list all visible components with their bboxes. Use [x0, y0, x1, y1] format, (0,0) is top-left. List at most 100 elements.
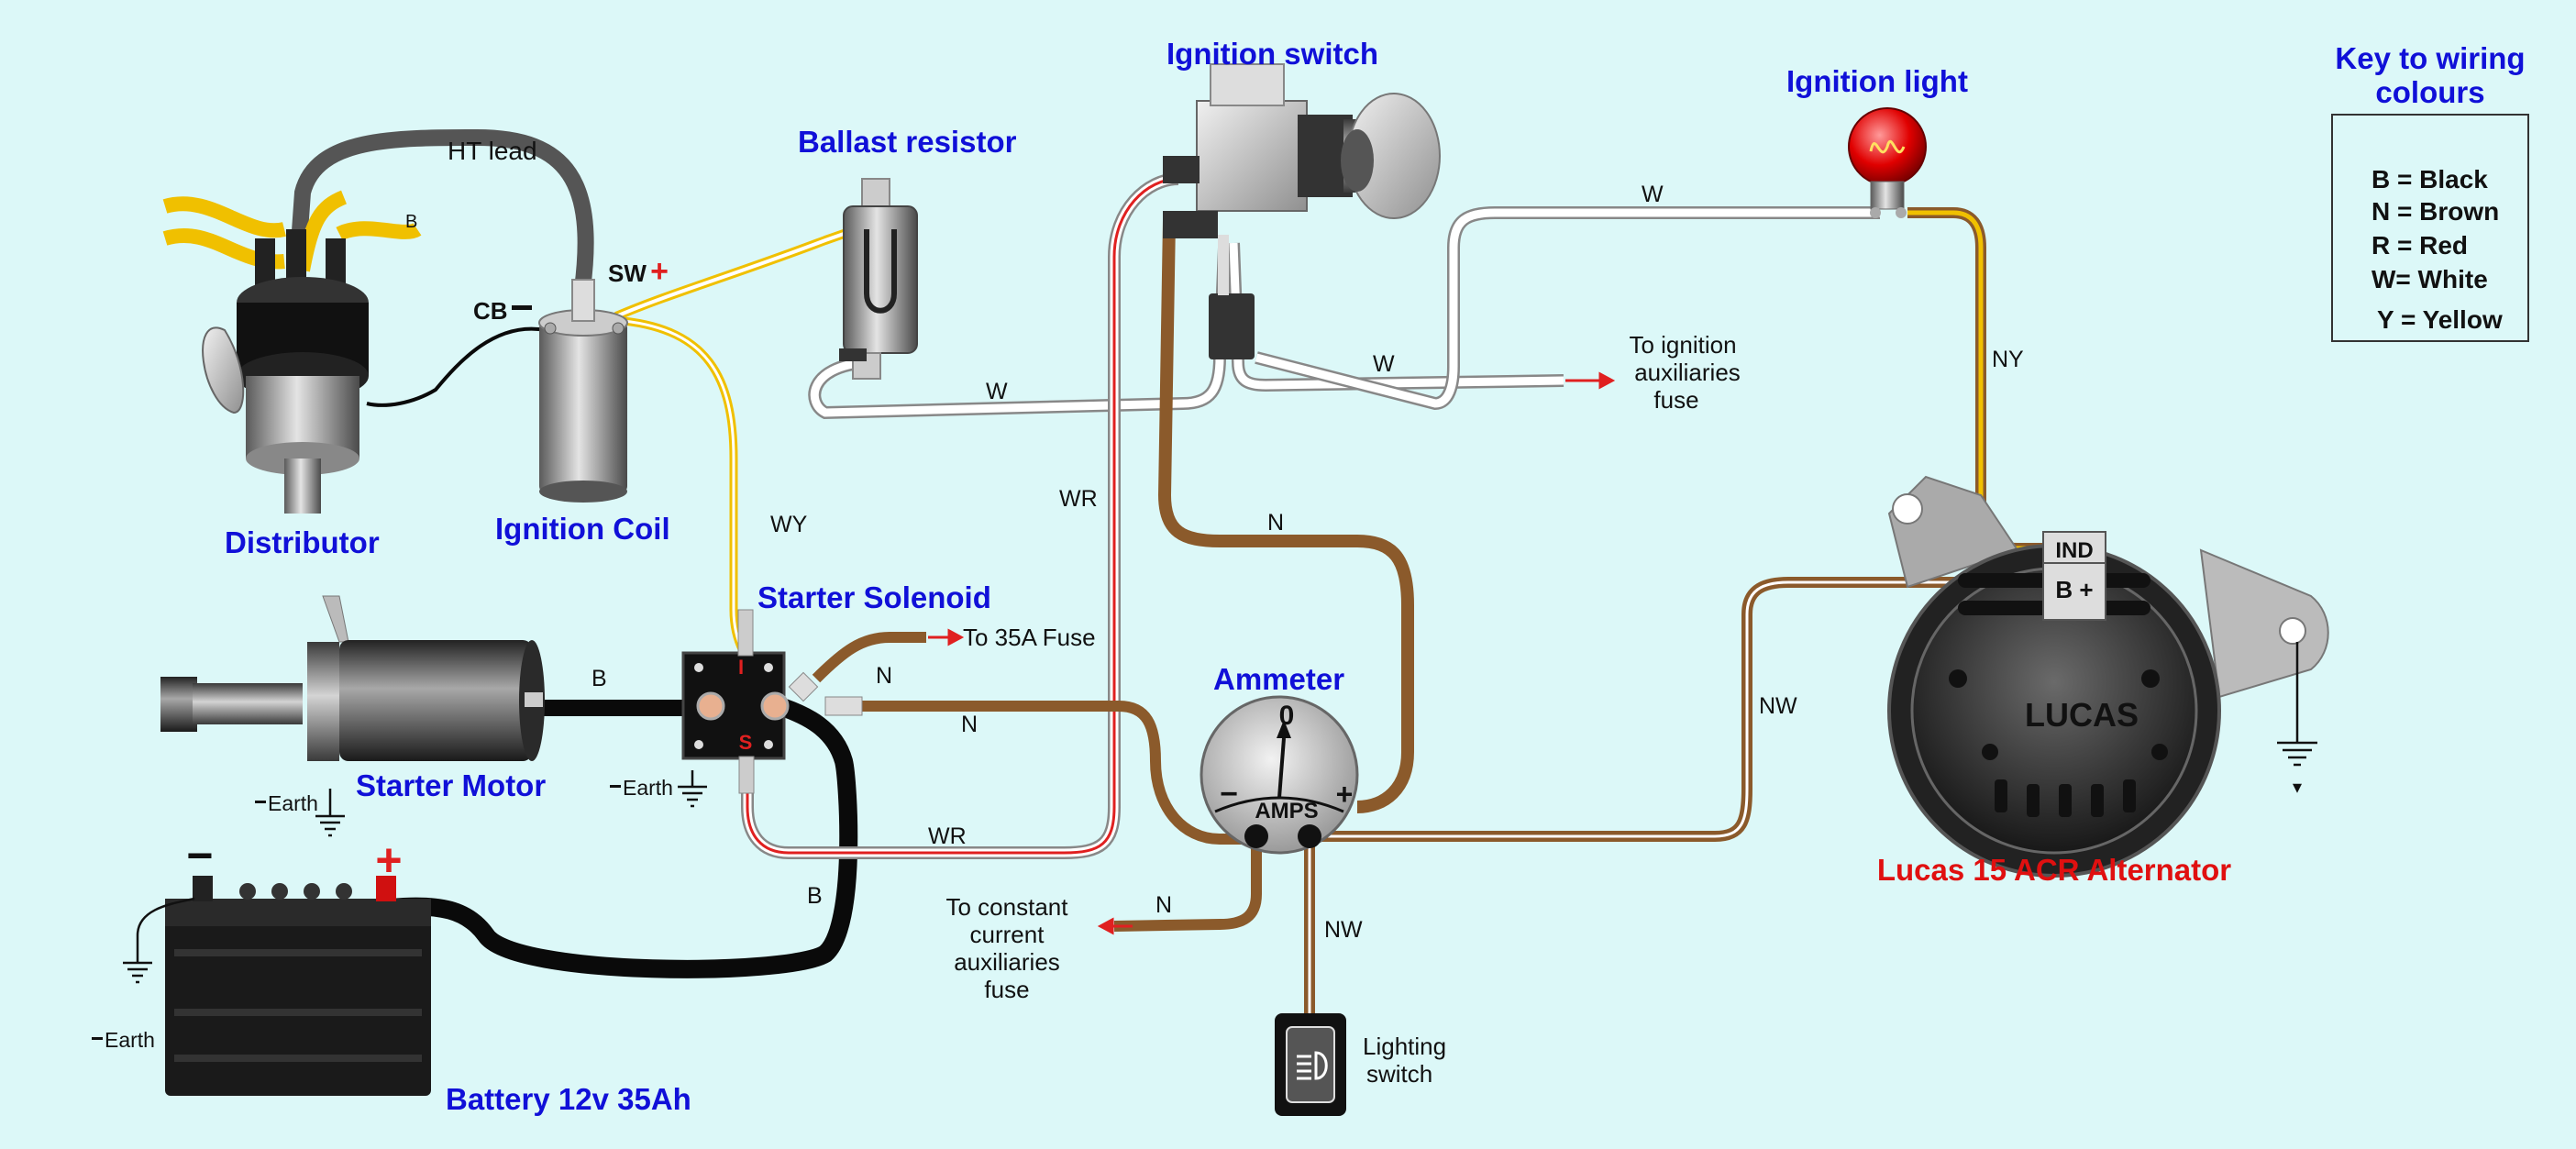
- key-item: N = Brown: [2371, 197, 2499, 226]
- note-lighting-2: switch: [1366, 1060, 1432, 1088]
- note-lighting-1: Lighting: [1363, 1033, 1446, 1060]
- label-ignition-light: Ignition light: [1786, 64, 1968, 98]
- earth-label-solenoid: Earth: [610, 776, 673, 800]
- note-to-ign-aux-1: To ignition: [1629, 331, 1736, 359]
- note-cb: CB: [473, 297, 508, 325]
- earth-icon-battery: [123, 897, 195, 984]
- code-nw-alt: NW: [1759, 693, 1797, 719]
- note-to-const-2: current: [970, 921, 1045, 948]
- ammeter-plus-sign: +: [1336, 778, 1354, 811]
- note-to-const-3: auxiliaries: [954, 948, 1060, 976]
- note-dist-b: B: [405, 212, 417, 232]
- key-box: [2331, 114, 2529, 342]
- lighting-switch: [1275, 1013, 1346, 1116]
- code-n-sol-upper: N: [876, 663, 892, 689]
- code-b-starter: B: [591, 666, 607, 691]
- wire-w-light: [1255, 206, 1880, 411]
- wire-n-switch: [1157, 219, 1414, 813]
- wire-wy: [623, 316, 747, 654]
- note-earth-solenoid: Earth: [623, 776, 673, 800]
- note-to-const-1: To constant: [946, 893, 1069, 921]
- ignition-coil: [538, 279, 628, 503]
- wire-code-labels: W W W WR WR WY NY NW NW N N N N B B: [591, 182, 2024, 943]
- cb-terminal-label: CB: [473, 297, 532, 325]
- alternator-ind: IND: [2055, 538, 2093, 563]
- note-to-35a-fuse: To 35A Fuse: [963, 624, 1096, 651]
- battery-minus-sign: −: [186, 830, 213, 881]
- label-starter-solenoid: Starter Solenoid: [757, 580, 991, 614]
- note-to-const-4: fuse: [984, 976, 1029, 1003]
- note-to-ign-aux-2: auxiliaries: [1634, 359, 1741, 386]
- earth-symbols: [123, 642, 2317, 984]
- battery: − +: [165, 830, 431, 1096]
- code-n-sol-lower: N: [961, 712, 978, 737]
- code-w-top: W: [1642, 182, 1664, 207]
- starter-motor: [160, 595, 545, 761]
- ammeter: 0 AMPS − +: [1200, 695, 1359, 855]
- wire-n-35a: [812, 632, 926, 683]
- headlight-icon: [1297, 1051, 1328, 1080]
- code-nw-light: NW: [1324, 917, 1363, 943]
- ballast-resistor: [839, 178, 918, 380]
- key-item: B = Black: [2371, 165, 2488, 193]
- code-wr-upper: WR: [1059, 486, 1098, 512]
- code-w-ballast: W: [986, 379, 1008, 404]
- ammeter-zero: 0: [1279, 701, 1295, 731]
- note-earth-starter: Earth: [268, 791, 318, 815]
- alternator-b-plus: B +: [2055, 576, 2093, 603]
- earth-label-battery: Earth: [92, 1028, 155, 1052]
- annotations: HT lead B CB SW + Earth Earth Earth To 3…: [92, 137, 1741, 1088]
- wire-ht-lead: [290, 128, 594, 297]
- wires: [290, 128, 2054, 1018]
- battery-plus-sign: +: [375, 834, 402, 886]
- wire-n-sol-amm: [853, 701, 1256, 845]
- label-starter-motor: Starter Motor: [356, 768, 546, 802]
- label-ballast-resistor: Ballast resistor: [798, 125, 1017, 159]
- label-distributor: Distributor: [225, 525, 380, 559]
- ammeter-minus-sign: −: [1220, 777, 1238, 812]
- alternator: IND B + LUCAS: [1887, 475, 2329, 878]
- code-n-const: N: [1155, 892, 1172, 918]
- ammeter-amps: AMPS: [1255, 799, 1318, 823]
- earth-icon-solenoid: [678, 770, 707, 808]
- label-alternator: Lucas 15 ACR Alternator: [1877, 853, 2231, 887]
- ignition-switch: [1163, 63, 1441, 359]
- earth-label-starter: Earth: [255, 791, 318, 815]
- ignition-light: [1848, 107, 1927, 218]
- starter-solenoid: I S: [681, 609, 863, 794]
- label-ammeter: Ammeter: [1213, 662, 1344, 696]
- key-item: Y = Yellow: [2377, 305, 2503, 334]
- code-wr-lower: WR: [928, 823, 967, 849]
- key-item: R = Red: [2371, 231, 2468, 260]
- wiring-colour-key: Key to wiring colours B = Black N = Brow…: [2331, 41, 2529, 342]
- component-labels: Distributor Ignition Coil Ballast resist…: [225, 37, 2231, 1116]
- distributor: [162, 190, 422, 514]
- key-item: W= White: [2371, 265, 2488, 293]
- key-title-1: Key to wiring: [2335, 41, 2525, 75]
- solenoid-terminal-i: I: [738, 656, 744, 679]
- label-ignition-switch: Ignition switch: [1166, 37, 1378, 71]
- wire-coil-cb: [366, 326, 547, 407]
- note-ht-lead: HT lead: [448, 137, 537, 165]
- key-title-2: colours: [2375, 75, 2484, 109]
- code-b-battery: B: [807, 883, 823, 909]
- label-ignition-coil: Ignition Coil: [495, 512, 670, 546]
- note-to-ign-aux-3: fuse: [1653, 386, 1698, 414]
- alternator-brand: LUCAS: [2025, 696, 2139, 734]
- earth-icon-alternator: [2277, 642, 2317, 793]
- code-wy: WY: [770, 512, 808, 537]
- code-n-switch: N: [1267, 510, 1284, 536]
- wire-battery-to-solenoid: [381, 697, 858, 978]
- note-earth-battery: Earth: [105, 1028, 155, 1052]
- wire-n-const: [1113, 839, 1262, 932]
- arrows: [928, 371, 1616, 935]
- sw-terminal-label: SW +: [608, 254, 669, 289]
- code-w-mid: W: [1373, 351, 1395, 377]
- label-battery: Battery 12v 35Ah: [446, 1082, 691, 1116]
- solenoid-terminal-s: S: [739, 731, 753, 754]
- earth-icon-starter: [315, 789, 345, 837]
- sw-plus-sign: +: [650, 254, 669, 289]
- note-sw: SW: [608, 260, 647, 287]
- code-ny: NY: [1992, 347, 2024, 372]
